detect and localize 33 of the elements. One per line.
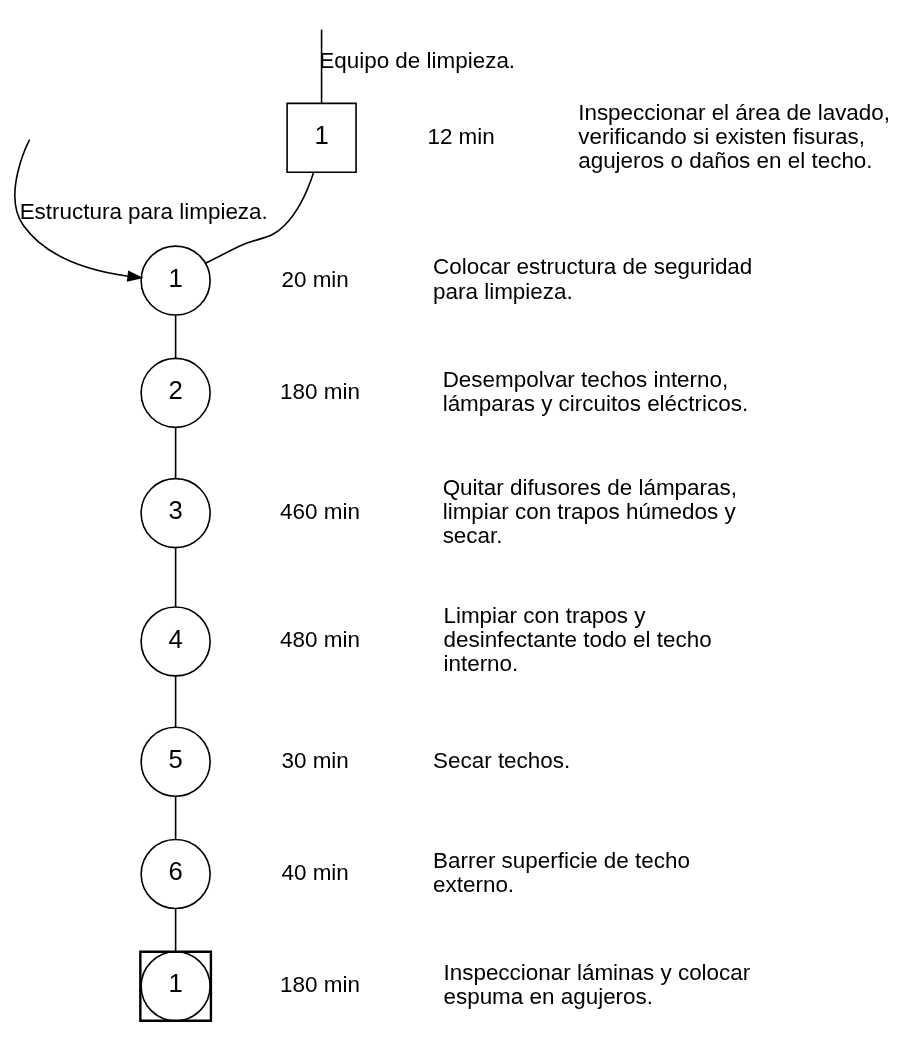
node-circle: 5: [140, 725, 211, 797]
node-label: Barrer superficie de techo externo.: [433, 847, 690, 897]
node-label: 40 min: [281, 859, 349, 885]
node-label: 30 min: [281, 747, 349, 773]
connector: [204, 171, 315, 264]
node-label: 480 min: [280, 626, 360, 652]
connector: [174, 675, 177, 728]
node-label: 12 min: [427, 123, 495, 149]
connector: [174, 426, 177, 479]
node-label: Secar techos.: [433, 747, 571, 773]
node-label: Colocar estructura de seguridad para limpieza.: [433, 253, 753, 304]
node-circle: 2: [140, 357, 211, 428]
node-label: 180 min: [280, 378, 360, 404]
node-box: 1: [286, 102, 357, 173]
edge-label: Estructura para limpieza.: [19, 198, 268, 224]
connector: [174, 795, 177, 840]
connector: [174, 546, 177, 607]
node-label: 20 min: [281, 266, 349, 292]
node-label: 460 min: [280, 498, 360, 524]
node-circle: 3: [140, 477, 211, 548]
node-label: 180 min: [280, 971, 360, 997]
connector: [174, 314, 177, 359]
node-label: Desempolvar techos interno, lámparas y circuitos eléctricos.: [442, 366, 749, 416]
edge-label: Equipo de limpieza.: [319, 47, 516, 73]
node-label: Inspeccionar el área de lavado, verificando si existen fisuras, agujeros o daños en el techo.: [578, 99, 891, 173]
node-label: Inspeccionar láminas y colocar espuma en agujeros.: [443, 959, 751, 1009]
node-circle: 6: [140, 838, 211, 909]
node-circle: 1: [140, 244, 211, 316]
node-label: Quitar difusores de lámparas, limpiar con trapos húmedos y secar.: [442, 474, 737, 548]
arrow: [14, 138, 144, 282]
node-circle: 4: [140, 605, 211, 677]
connector: [174, 907, 177, 952]
node-label: Limpiar con trapos y desinfectante todo el techo interno.: [443, 602, 712, 676]
